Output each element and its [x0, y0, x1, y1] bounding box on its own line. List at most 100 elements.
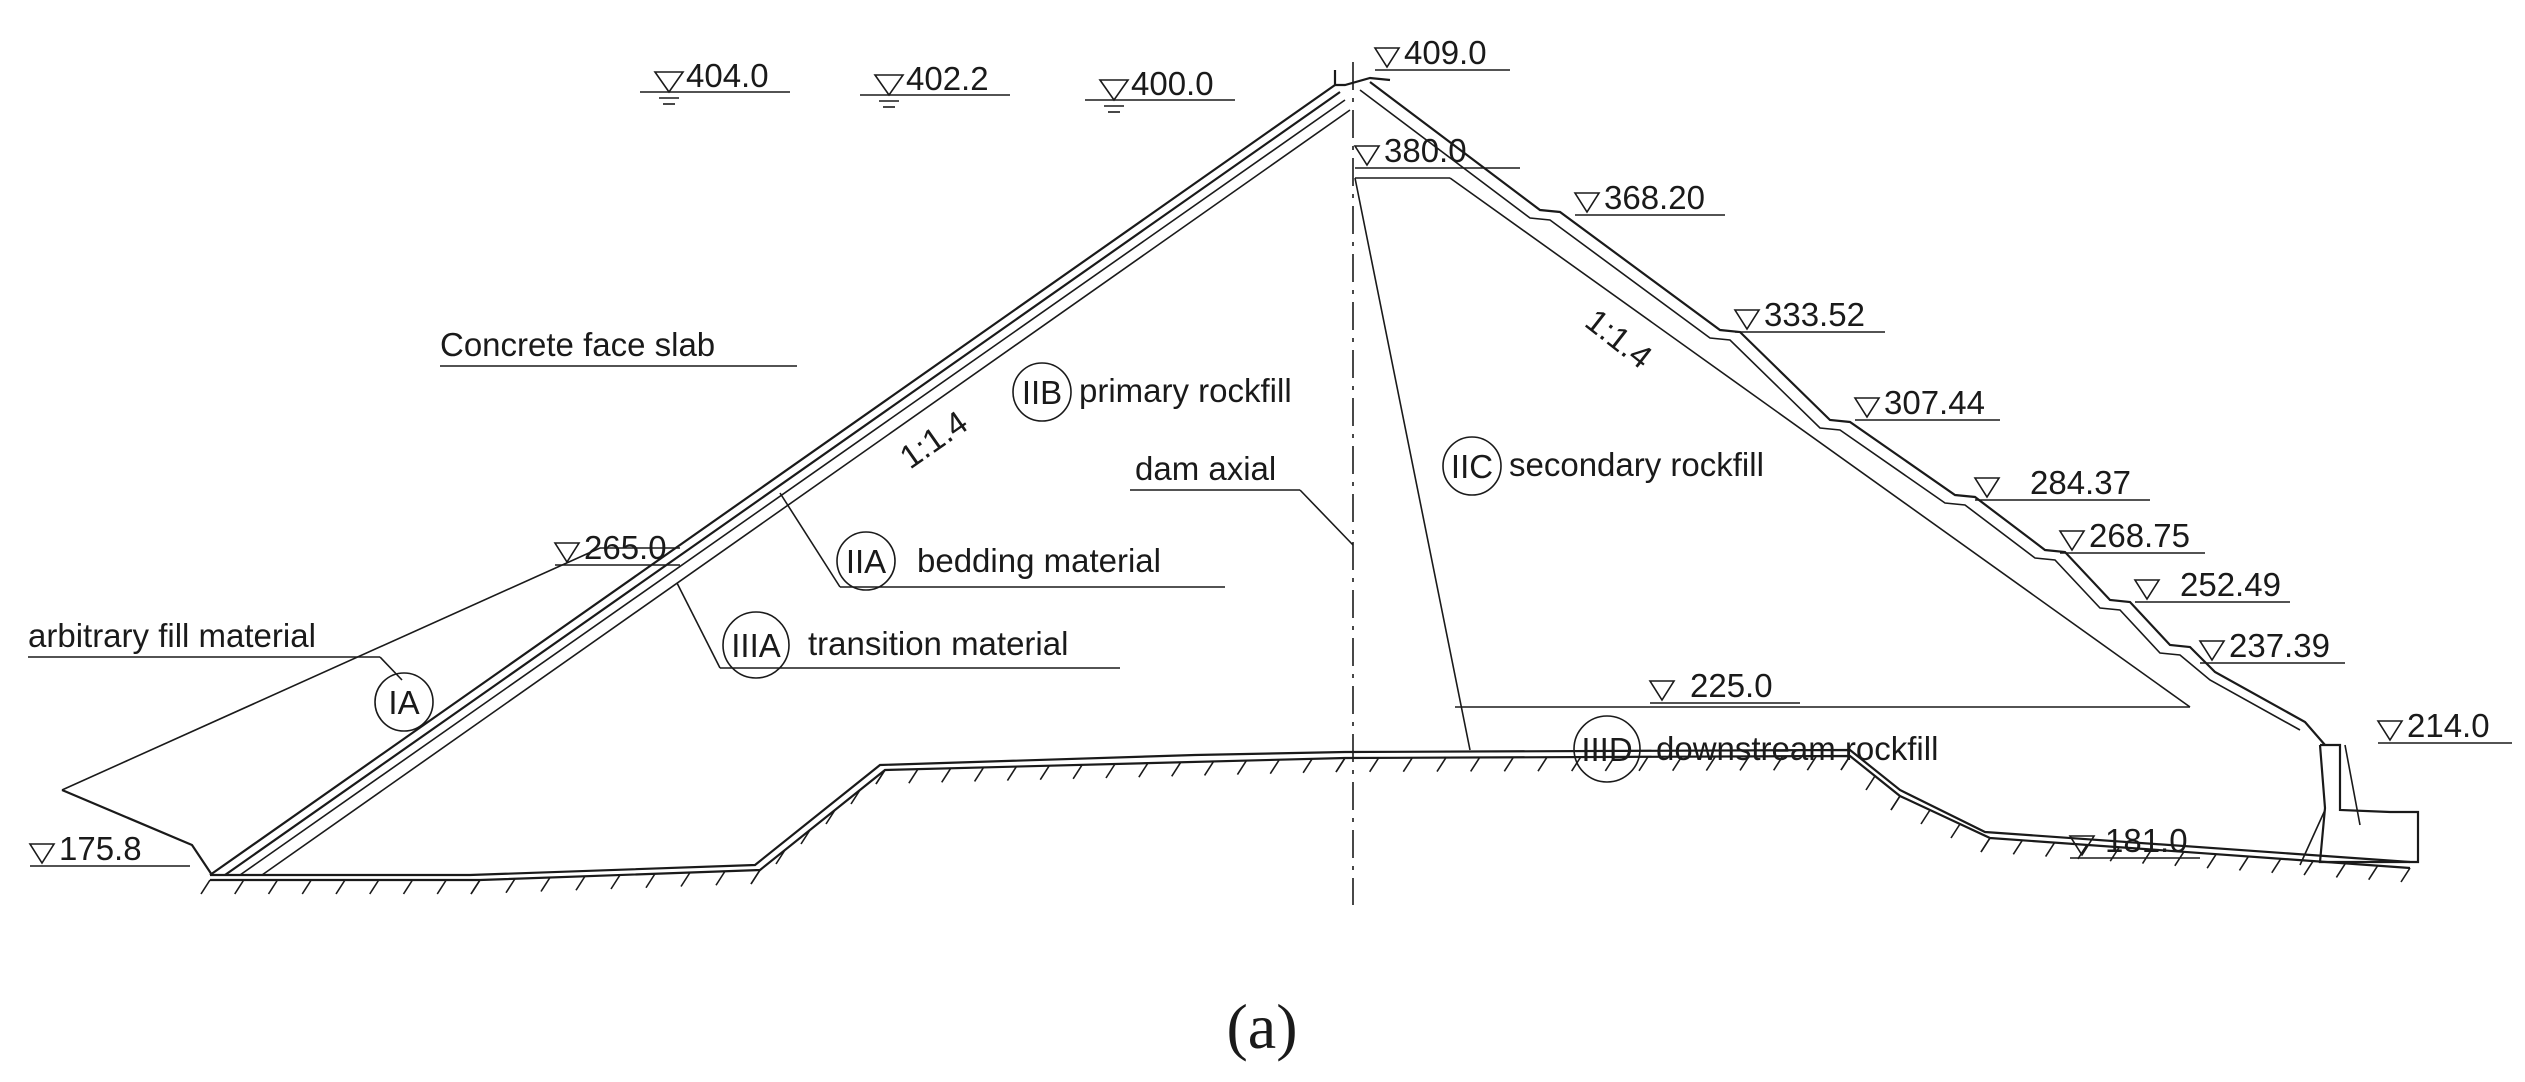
elevation-marker-crest: 409.0	[1373, 34, 1510, 71]
zone-IA-circle	[374, 672, 434, 732]
toe-structure	[2318, 743, 2420, 864]
zone-IIC-code: IIC	[1451, 448, 1493, 485]
hatch-tick	[2174, 851, 2185, 867]
elevation-triangle-icon	[2133, 579, 2161, 601]
hatch-tick	[1335, 757, 1346, 773]
zone-IIA-text: bedding material	[917, 542, 1161, 579]
elevation-markers: 409.0 380.0 368.20 333.52 307.44 284.37 268.75…	[28, 34, 2512, 867]
hatch-tick	[1604, 756, 1616, 772]
hatch-tick	[1638, 756, 1649, 772]
hatch-tick	[775, 849, 786, 865]
hatch-tick	[750, 869, 761, 885]
dam-axis-label: dam axial	[1135, 450, 1276, 487]
hatch-tick	[715, 870, 726, 886]
hatch-tick	[2400, 867, 2411, 883]
zone-IA-code: IA	[388, 684, 419, 721]
zone-IIIA-code: IIIA	[731, 627, 781, 664]
face-slab-label: Concrete face slab	[440, 326, 715, 363]
hatch-tick	[505, 878, 516, 894]
fill-material-label: arbitrary fill material	[28, 617, 316, 654]
elevation-label: 333.52	[1764, 296, 1865, 333]
hatch-tick	[908, 768, 919, 784]
water-level-402-label: 402.2	[906, 60, 989, 97]
water-level-400: 400.0	[1085, 65, 1235, 113]
elevation-label: 268.75	[2089, 517, 2190, 554]
elevation-marker-e225: 225.0	[1648, 667, 1800, 704]
hatch-tick	[1072, 764, 1083, 780]
hatch-tick	[2077, 844, 2088, 860]
hatch-tick	[1138, 762, 1149, 778]
transition-line	[261, 109, 1351, 876]
zone-IIB-text: primary rockfill	[1079, 372, 1292, 409]
elevation-triangle-icon	[1853, 397, 1881, 419]
hatch-tick	[2012, 839, 2023, 855]
elevation-triangle-icon	[2198, 640, 2226, 662]
upstream-slope-ratio: 1:1.4	[893, 403, 974, 475]
elevation-label: 214.0	[2407, 707, 2490, 744]
hatch-tick	[1739, 755, 1750, 771]
foundation-line-2	[210, 754, 2411, 882]
elevation-label: 175.8	[59, 830, 142, 867]
water-level-404-label: 404.0	[686, 57, 769, 94]
hatch-tick	[941, 767, 952, 783]
hatch-tick	[1302, 758, 1313, 774]
elevation-marker-toe: 214.0	[2376, 707, 2512, 744]
elevation-marker-b3: 307.44	[1853, 384, 2000, 421]
water-level-402: 402.2	[860, 60, 1010, 108]
hatch-tick	[470, 879, 481, 895]
water-level-404: 404.0	[640, 57, 790, 105]
elevation-label: 409.0	[1404, 34, 1487, 71]
secondary-rockfill-boundary	[1354, 177, 1471, 751]
fill-top-line	[61, 547, 601, 791]
zone-IIID-code: IIID	[1581, 731, 1632, 768]
downstream-face-inner	[1359, 89, 2301, 731]
hatch-tick	[1368, 757, 1380, 773]
elevation-triangle-icon	[1573, 192, 1601, 214]
zone-IIIA-text: transition material	[808, 625, 1068, 662]
downstream-slope-ratio: 1:1.4	[1579, 301, 1660, 375]
hatch-tick	[2368, 865, 2379, 881]
elevation-label: 284.37	[2030, 464, 2131, 501]
face-slab-outer	[209, 84, 1336, 876]
zone-IIC-text: secondary rockfill	[1509, 446, 1764, 483]
water-level-400-label: 400.0	[1131, 65, 1214, 102]
hatch-tick	[402, 879, 414, 895]
elevation-marker-e380: 380.0	[1353, 132, 1520, 169]
hatch-tick	[540, 877, 551, 892]
foundation	[200, 748, 2411, 895]
elevation-marker-downstream_base: 181.0	[2068, 822, 2200, 859]
elevation-marker-b2: 333.52	[1733, 296, 1885, 333]
hatch-tick	[2141, 849, 2153, 864]
hatch-tick	[1890, 795, 1901, 811]
upstream-ground-line	[61, 788, 213, 876]
elevation-label: 307.44	[1884, 384, 1985, 421]
elevation-marker-b5: 268.75	[2058, 517, 2205, 554]
hatch-tick	[1236, 760, 1248, 776]
zone-IIA-circle	[836, 531, 896, 591]
zone-IIB-code: IIB	[1022, 374, 1062, 411]
hatch-tick	[1171, 761, 1182, 777]
elevation-triangle-icon	[2068, 835, 2096, 857]
hatch-tick	[1039, 765, 1050, 781]
elevation-label: 181.0	[2105, 822, 2188, 859]
hatch-tick	[800, 829, 811, 845]
toe-line	[2344, 744, 2361, 826]
elevation-label: 368.20	[1604, 179, 1705, 216]
zone-IIIA-circle	[722, 611, 790, 679]
elevation-triangle-icon	[2058, 530, 2086, 552]
hatch-tick	[301, 879, 312, 895]
hatch-tick	[1980, 837, 1991, 853]
hatch-tick	[1006, 766, 1018, 782]
dam-body	[209, 70, 2420, 876]
hatch-tick	[335, 879, 346, 895]
elevation-marker-upstream_base: 175.8	[28, 830, 190, 867]
fill-leader	[379, 656, 403, 681]
IIA-leader	[779, 492, 841, 588]
zone-labels: IIB primary rockfill IIC secondary rockf…	[28, 301, 1938, 783]
hatch-tick	[1503, 756, 1515, 772]
elevation-label: 252.49	[2180, 566, 2281, 603]
elevation-marker-b6: 252.49	[2133, 566, 2290, 603]
elevation-marker-b1: 368.20	[1573, 179, 1725, 216]
